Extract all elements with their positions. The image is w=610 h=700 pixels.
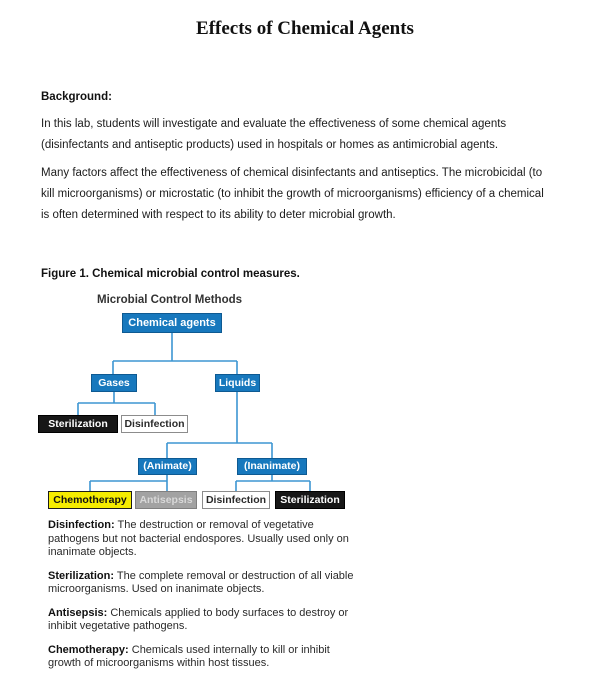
diagram-node-gases: Gases [91, 374, 137, 392]
definition-text: Chemicals applied to body surfaces to de… [48, 606, 349, 633]
definition-text: The complete removal or destruction of a… [48, 569, 354, 596]
diagram-node-sterilization-liquids: Sterilization [275, 491, 345, 509]
diagram-node-disinfection-liquids: Disinfection [202, 491, 270, 509]
diagram-node-animate: (Animate) [138, 458, 197, 475]
diagram-node-disinfection-gases: Disinfection [121, 415, 188, 433]
diagram-node-sterilization-gases: Sterilization [38, 415, 118, 433]
definition-antisepsis: Antisepsis: Chemicals applied to body su… [48, 607, 356, 634]
background-text: In this lab, students will investigate a… [41, 114, 553, 233]
definition-term: Disinfection: [48, 519, 115, 531]
definition-term: Sterilization: [48, 569, 115, 582]
figure-caption: Figure 1. Chemical microbial control mea… [41, 268, 300, 280]
background-paragraph-2: Many factors affect the effectiveness of… [41, 167, 544, 221]
definition-text: Chemicals used internally to kill or inh… [48, 643, 330, 670]
definition-term: Chemotherapy: [48, 643, 129, 656]
diagram-title: Microbial Control Methods [97, 294, 243, 306]
diagram-node-chemical-agents: Chemical agents [122, 313, 222, 333]
page-title: Effects of Chemical Agents [196, 18, 414, 39]
background-heading: Background: [41, 91, 112, 103]
definition-text: The destruction or removal of vegetative… [48, 519, 349, 558]
background-paragraph-1: In this lab, students will investigate a… [41, 118, 507, 151]
diagram-node-liquids: Liquids [215, 374, 260, 392]
diagram-node-antisepsis: Antisepsis [135, 491, 197, 509]
definition-term: Antisepsis: [48, 606, 108, 619]
diagram-node-inanimate: (Inanimate) [237, 458, 307, 475]
definitions-list: Disinfection: The destruction or removal… [48, 519, 356, 681]
definition-chemotherapy: Chemotherapy: Chemicals used internally … [48, 644, 356, 671]
diagram-node-chemotherapy: Chemotherapy [48, 491, 132, 509]
definition-disinfection: Disinfection: The destruction or removal… [48, 519, 356, 560]
definition-sterilization: Sterilization: The complete removal or d… [48, 570, 356, 597]
